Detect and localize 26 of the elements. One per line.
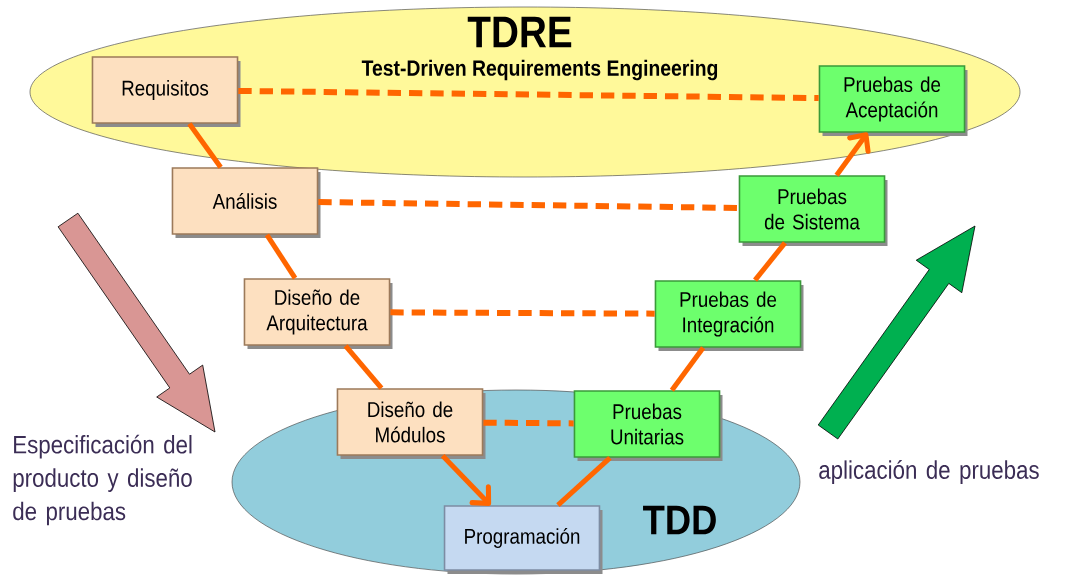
process-box: Pruebas de Aceptación <box>818 65 968 136</box>
connector-line <box>343 344 384 390</box>
process-box: Requisitos <box>91 56 241 127</box>
process-box: Programación <box>443 505 603 574</box>
process-box: Pruebas Unitarias <box>573 390 723 461</box>
process-box: Pruebas de Sistema <box>738 175 888 246</box>
connector-line <box>187 122 223 169</box>
dashed-line <box>318 199 739 211</box>
connector-line <box>264 233 298 280</box>
caption-text: aplicación de pruebas <box>819 460 1039 484</box>
dashed-line <box>238 87 819 102</box>
process-box: Diseño de Arquitectura <box>243 278 393 349</box>
process-box: Diseño de Módulos <box>336 388 486 459</box>
dashed-line <box>390 309 655 317</box>
caption-text: Especificación del producto y diseño de pruebas <box>13 434 192 526</box>
arrow <box>834 132 871 177</box>
connector-line <box>556 455 612 508</box>
heading: TDRE <box>467 16 572 48</box>
arrow <box>440 454 492 506</box>
heading: TDD <box>643 505 716 535</box>
dashed-line <box>483 419 574 427</box>
connector-line <box>753 241 787 282</box>
process-box: Análisis <box>171 167 321 238</box>
process-box: Pruebas de Integración <box>654 280 804 351</box>
connector-line <box>669 346 706 392</box>
subheading: Test-Driven Requirements Engineering <box>361 59 718 81</box>
